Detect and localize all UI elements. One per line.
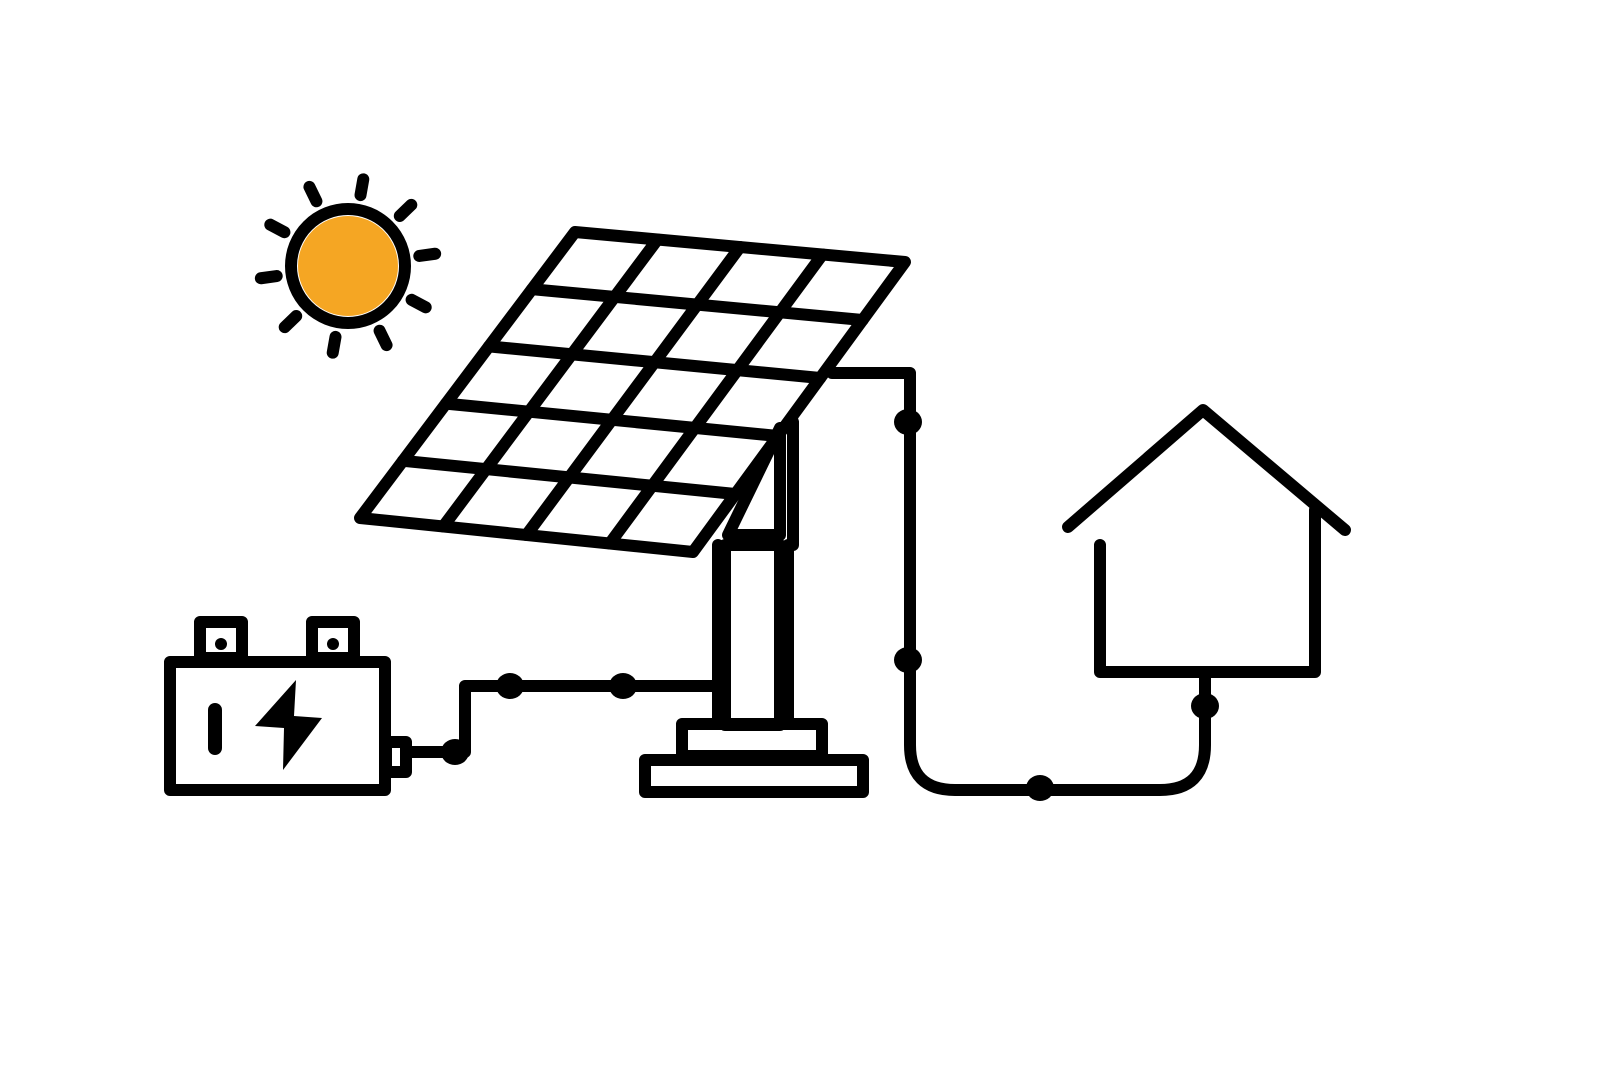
lightning-bolt-icon — [255, 680, 322, 770]
battery-icon — [164, 616, 728, 796]
house-icon — [1062, 404, 1351, 678]
wire-junctions — [441, 409, 1219, 801]
wire-junction-dot — [894, 409, 922, 435]
panel-stand — [639, 416, 869, 798]
panel-column-line — [437, 233, 664, 533]
panel-frame — [354, 226, 911, 558]
stand-base-bottom — [639, 754, 869, 798]
panel-strut — [722, 422, 786, 541]
sun-icon — [254, 173, 442, 359]
wire-junction-dot — [894, 647, 922, 673]
sun-core — [298, 216, 398, 316]
sun-ray — [254, 270, 283, 285]
battery-body — [164, 656, 391, 796]
sun-ray — [393, 198, 418, 222]
sun-ray — [278, 310, 303, 334]
sun-outline — [285, 203, 411, 329]
battery-terminal — [306, 616, 360, 664]
wire-junction-dot — [1191, 693, 1219, 719]
wire-junction-dot — [441, 739, 469, 765]
wire-junction-dot — [609, 673, 637, 699]
wire-junction-dot — [1026, 775, 1054, 801]
house-roof — [1062, 404, 1351, 536]
solar-panel-icon — [354, 226, 911, 558]
wire-junction-dot — [496, 673, 524, 699]
sun-ray — [326, 330, 342, 359]
battery-terminal — [194, 616, 248, 664]
panel-column-line — [603, 248, 829, 550]
stand-base-top — [676, 718, 828, 762]
panel-column-line — [520, 241, 746, 541]
wire-to-house — [826, 367, 1211, 796]
stand-post — [719, 539, 786, 731]
sun-ray — [373, 324, 393, 352]
terminal-hole — [327, 638, 339, 650]
terminal-hole — [215, 638, 227, 650]
sun-ray — [264, 218, 291, 239]
sun-ray — [413, 247, 442, 262]
house-wire — [826, 367, 1211, 796]
sun-ray — [303, 180, 323, 208]
sun-ray — [405, 293, 432, 314]
sun-ray — [354, 173, 370, 202]
house-walls — [1094, 504, 1321, 678]
